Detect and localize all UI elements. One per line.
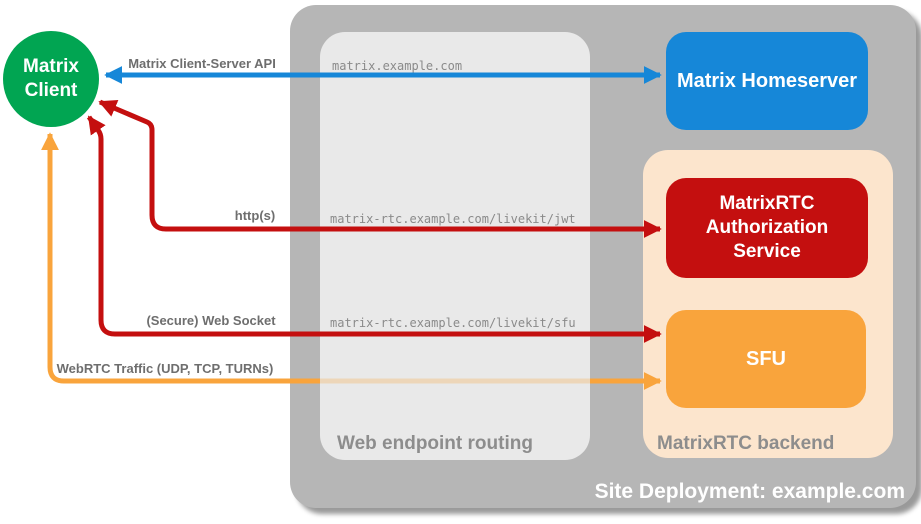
node-matrixrtc-authorization-service: MatrixRTC Authorization Service <box>666 178 868 278</box>
node-matrix-homeserver-label: Matrix Homeserver <box>676 69 858 92</box>
node-matrix-homeserver: Matrix Homeserver <box>666 32 868 130</box>
node-matrixrtc-authorization-service-label: MatrixRTC Authorization Service <box>705 193 829 262</box>
route-label-livekit-jwt: matrix-rtc.example.com/livekit/jwt <box>330 212 576 226</box>
edge-label-webrtc: WebRTC Traffic (UDP, TCP, TURNs) <box>56 361 274 376</box>
edge-label-client-server-api: Matrix Client-Server API <box>128 56 276 71</box>
web-endpoint-routing-label: Web endpoint routing <box>337 433 533 454</box>
route-label-livekit-sfu: matrix-rtc.example.com/livekit/sfu <box>330 316 576 330</box>
web-endpoint-routing-container <box>320 32 590 460</box>
edge-label-websocket: (Secure) Web Socket <box>146 313 276 328</box>
matrixrtc-backend-label: MatrixRTC backend <box>657 433 835 454</box>
node-sfu: SFU <box>666 310 866 408</box>
node-sfu-label: SFU <box>746 347 786 370</box>
route-label-matrix: matrix.example.com <box>332 59 463 73</box>
arrow-webrtc-left <box>41 132 320 384</box>
edge-label-http: http(s) <box>234 208 276 223</box>
node-matrix-client-label: Matrix Client <box>23 56 79 101</box>
node-matrix-client: Matrix Client <box>3 31 99 127</box>
site-deployment-label: Site Deployment: example.com <box>594 480 905 503</box>
